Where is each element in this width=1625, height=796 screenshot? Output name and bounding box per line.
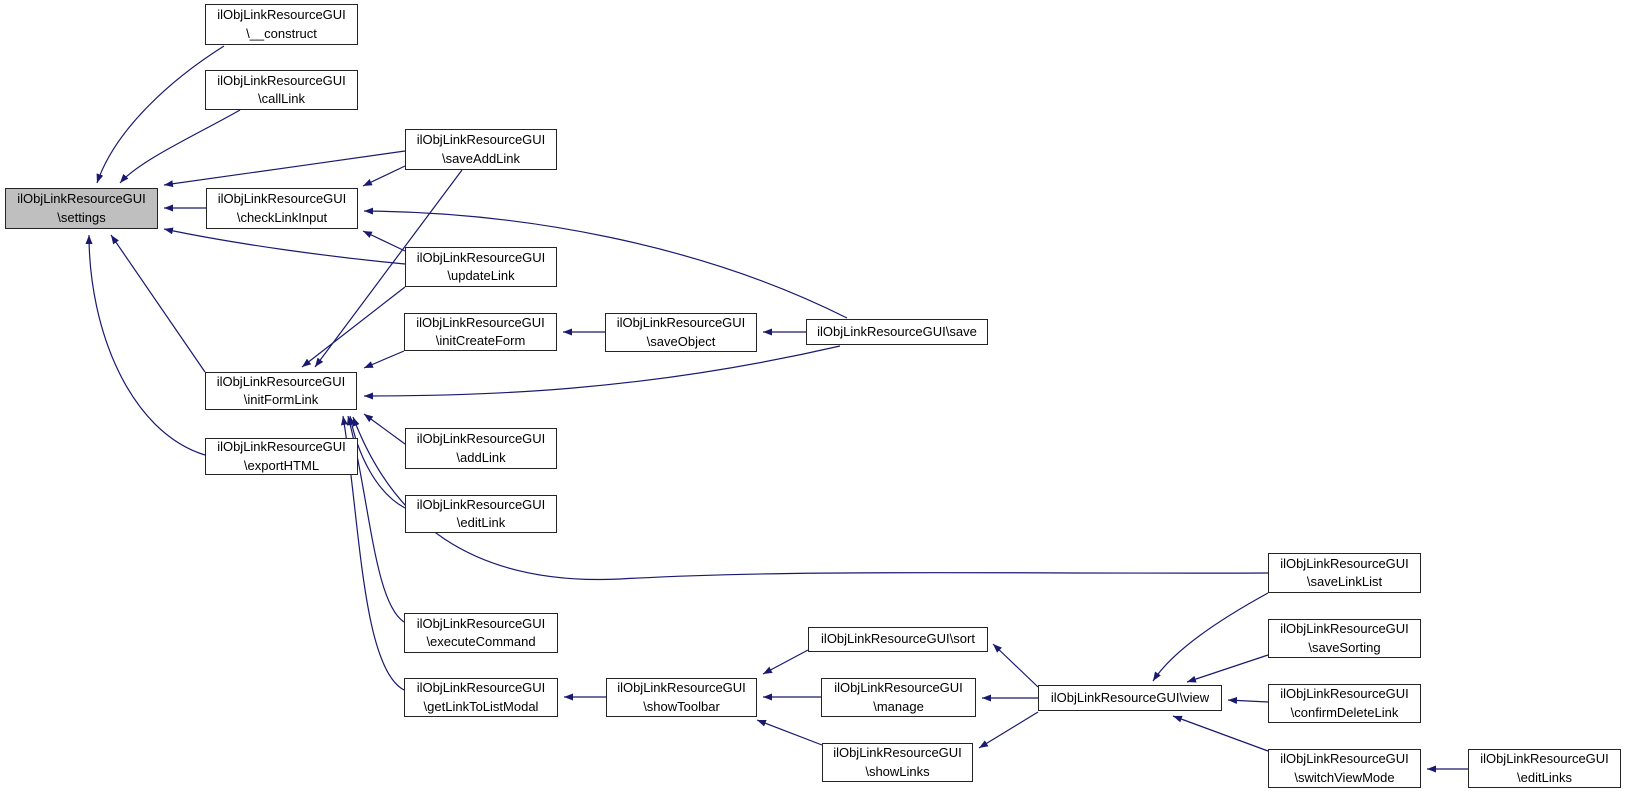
node-label-line2: \settings — [57, 209, 106, 225]
node-label-line2: \exportHTML — [243, 457, 320, 473]
node-label-line1: ilObjLinkResourceGUI — [217, 72, 346, 88]
graph-node-checkLinkInput[interactable]: ilObjLinkResourceGUI \checkLinkInput — [206, 188, 358, 229]
edge-updateLink-to-settings — [163, 227, 406, 265]
node-label-line2: \switchViewMode — [1294, 769, 1395, 785]
edge-saveLinkList-to-view — [1152, 592, 1269, 682]
edge-saveAddLink-to-settings — [163, 150, 406, 188]
node-label-line2: \initCreateForm — [435, 333, 526, 348]
graph-node-view[interactable]: ilObjLinkResourceGUI\view — [1038, 685, 1222, 711]
node-label-line2: \saveSorting — [1308, 639, 1381, 655]
node-label-line1: ilObjLinkResourceGUI — [1480, 751, 1609, 766]
node-label-line1: ilObjLinkResourceGUI — [416, 249, 546, 265]
graph-node-callLink[interactable]: ilObjLinkResourceGUI \callLink — [205, 70, 358, 110]
node-label-line1: ilObjLinkResourceGUI — [217, 191, 347, 206]
node-label-line2: \editLink — [456, 515, 506, 530]
graph-node-manage[interactable]: ilObjLinkResourceGUI \manage — [821, 678, 976, 717]
graph-node-saveAddLink[interactable]: ilObjLinkResourceGUI \saveAddLink — [405, 129, 557, 170]
node-label-line1: ilObjLinkResourceGUI — [833, 745, 962, 760]
node-label-line1: ilObjLinkResourceGUI — [416, 615, 546, 631]
graph-node-switchViewMode[interactable]: ilObjLinkResourceGUI \switchViewMode — [1268, 749, 1421, 788]
graph-node-confirmDeleteLink[interactable]: ilObjLinkResourceGUI \confirmDeleteLink — [1268, 684, 1421, 723]
node-label-line2: \saveLinkList — [1306, 574, 1383, 589]
edge-initCreateForm-to-initFormLink — [363, 350, 405, 369]
node-label-line2: \saveAddLink — [441, 150, 521, 166]
edge-view-to-sort — [992, 643, 1039, 688]
node-label-line2: \saveObject — [646, 333, 716, 349]
edge-saveSorting-to-view — [1186, 654, 1269, 683]
node-label-line1: ilObjLinkResourceGUI — [1280, 751, 1409, 766]
graph-node-saveObject[interactable]: ilObjLinkResourceGUI \saveObject — [605, 313, 757, 352]
node-label-line2: \getLinkToListModal — [423, 698, 539, 714]
edge-updateLink-to-checkLinkInput — [362, 230, 406, 252]
edge-switchViewMode-to-view — [1172, 715, 1269, 752]
graph-node-exportHTML[interactable]: ilObjLinkResourceGUI \exportHTML — [205, 438, 358, 475]
edge-confirmDeleteLink-to-view — [1227, 696, 1269, 704]
graph-node-sort[interactable]: ilObjLinkResourceGUI\sort — [808, 627, 988, 652]
graph-node-construct[interactable]: ilObjLinkResourceGUI \__construct — [205, 4, 358, 45]
node-label-line1: ilObjLinkResourceGUI\sort — [821, 631, 975, 647]
edge-showLinks-to-showToolbar — [756, 719, 823, 746]
graph-node-updateLink[interactable]: ilObjLinkResourceGUI \updateLink — [405, 247, 557, 287]
node-label-line2: \callLink — [258, 91, 305, 106]
node-label-line2: \confirmDeleteLink — [1290, 704, 1399, 720]
node-label-line1: ilObjLinkResourceGUI — [1280, 621, 1409, 636]
edge-exportHTML-to-settings — [85, 234, 206, 456]
node-label-line1: ilObjLinkResourceGUI — [616, 315, 746, 330]
graph-node-getLinkToListModal[interactable]: ilObjLinkResourceGUI \getLinkToListModal — [404, 678, 558, 717]
edge-save-to-initFormLink — [363, 345, 841, 400]
graph-node-initCreateForm[interactable]: ilObjLinkResourceGUI \initCreateForm — [404, 313, 557, 351]
graph-node-saveSorting[interactable]: ilObjLinkResourceGUI \saveSorting — [1268, 619, 1421, 658]
node-label-line1: ilObjLinkResourceGUI — [416, 132, 546, 147]
node-label-line2: \showToolbar — [643, 698, 720, 714]
node-label-line2: \initFormLink — [243, 392, 319, 407]
graph-node-editLink[interactable]: ilObjLinkResourceGUI \editLink — [405, 495, 557, 533]
edge-construct-to-settings — [96, 45, 225, 184]
edge-sort-to-showToolbar — [762, 649, 809, 675]
graph-node-save[interactable]: ilObjLinkResourceGUI\save — [806, 319, 988, 345]
graph-node-saveLinkList[interactable]: ilObjLinkResourceGUI \saveLinkList — [1268, 553, 1421, 593]
node-label-line1: ilObjLinkResourceGUI — [834, 680, 963, 695]
node-label-line2: \checkLinkInput — [236, 209, 328, 225]
graph-node-showToolbar[interactable]: ilObjLinkResourceGUI \showToolbar — [606, 678, 757, 717]
edge-saveAddLink-to-initFormLink — [314, 169, 463, 368]
node-label-line2: \showLinks — [865, 763, 930, 779]
graph-node-addLink[interactable]: ilObjLinkResourceGUI \addLink — [405, 428, 557, 469]
node-label-line1: ilObjLinkResourceGUI — [216, 373, 346, 389]
graph-node-settings[interactable]: ilObjLinkResourceGUI \settings — [5, 188, 158, 229]
edge-saveAddLink-to-checkLinkInput — [362, 165, 406, 187]
node-label-line1: ilObjLinkResourceGUI\view — [1050, 689, 1210, 705]
edge-view-to-showLinks — [978, 711, 1039, 749]
edge-callLink-to-settings — [119, 109, 241, 184]
graph-node-editLinks[interactable]: ilObjLinkResourceGUI \editLinks — [1468, 749, 1621, 788]
node-label-line2: \manage — [873, 698, 924, 714]
node-label-line1: ilObjLinkResourceGUI — [416, 431, 546, 446]
node-label-line1: ilObjLinkResourceGUI — [416, 314, 545, 330]
node-label-line1: ilObjLinkResourceGUI — [217, 439, 346, 454]
node-label-line2: \executeCommand — [426, 634, 536, 649]
edge-editLink-to-initFormLink — [348, 415, 406, 509]
node-label-line1: ilObjLinkResourceGUI — [1280, 555, 1409, 571]
node-label-line1: ilObjLinkResourceGUI — [17, 191, 146, 206]
node-label-line2: \__construct — [246, 25, 317, 41]
graph-node-initFormLink[interactable]: ilObjLinkResourceGUI \initFormLink — [205, 372, 357, 410]
node-label-line2: \editLinks — [1517, 769, 1572, 785]
node-label-line1: ilObjLinkResourceGUI — [617, 680, 746, 695]
node-label-line1: ilObjLinkResourceGUI\save — [817, 323, 977, 339]
edge-initFormLink-to-settings — [110, 234, 206, 373]
edge-addLink-to-initFormLink — [363, 413, 406, 445]
node-label-line2: \updateLink — [447, 268, 515, 283]
node-label-line1: ilObjLinkResourceGUI — [416, 496, 546, 512]
edge-updateLink-to-initFormLink — [301, 286, 406, 368]
graph-node-showLinks[interactable]: ilObjLinkResourceGUI \showLinks — [822, 743, 973, 782]
graph-node-executeCommand[interactable]: ilObjLinkResourceGUI \executeCommand — [404, 613, 558, 653]
node-label-line1: ilObjLinkResourceGUI — [217, 7, 346, 22]
node-label-line1: ilObjLinkResourceGUI — [416, 680, 546, 695]
node-label-line2: \addLink — [456, 449, 506, 465]
node-label-line1: ilObjLinkResourceGUI — [1280, 686, 1409, 701]
